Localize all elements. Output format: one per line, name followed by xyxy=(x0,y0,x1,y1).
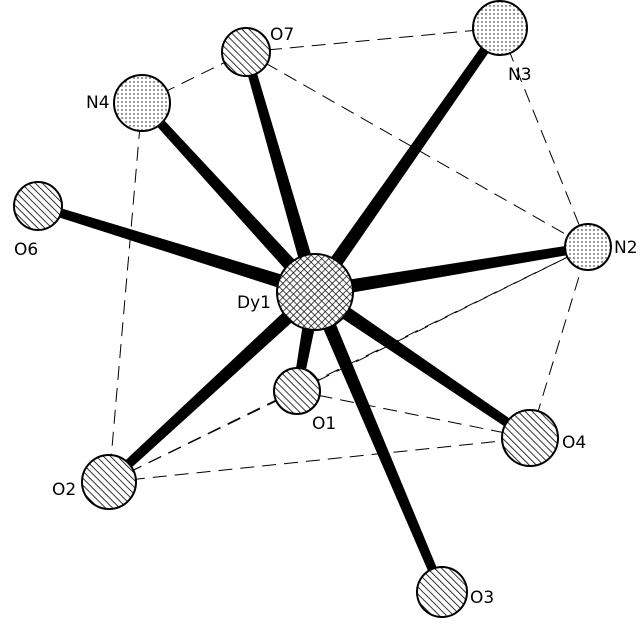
atom-o6 xyxy=(13,181,63,231)
bond-Dy1-O7 xyxy=(241,50,322,294)
edge-O1-O4 xyxy=(296,390,531,439)
atom-n2 xyxy=(564,223,612,271)
bond-Dy1-N4 xyxy=(138,100,321,297)
bond-Dy1-O3 xyxy=(308,289,447,594)
edge-N4-O2 xyxy=(108,102,143,483)
atom-o3 xyxy=(416,566,468,618)
bond-Dy1-O6 xyxy=(36,201,318,299)
bond-Dy1-O2 xyxy=(105,286,320,486)
polyhedron-edges xyxy=(108,27,589,483)
atom-dy1 xyxy=(276,253,354,331)
atom-label-n2: N2 xyxy=(614,238,638,258)
atom-n3 xyxy=(472,0,528,56)
atom-label-o7: O7 xyxy=(270,25,294,45)
atoms xyxy=(13,0,612,618)
bonds xyxy=(36,25,589,594)
atom-label-o6: O6 xyxy=(14,240,38,260)
atom-label-n3: N3 xyxy=(508,65,532,85)
atom-o1 xyxy=(273,367,321,415)
bond-Dy1-N2 xyxy=(313,242,589,299)
bond-Dy1-N3 xyxy=(309,25,504,297)
atom-label-dy1: Dy1 xyxy=(237,293,271,313)
atom-n4 xyxy=(113,74,171,132)
edge-O2-O4 xyxy=(108,437,531,483)
atom-label-o4: O4 xyxy=(562,433,586,453)
atom-label-o3: O3 xyxy=(470,588,494,608)
atom-label-n4: N4 xyxy=(86,93,110,113)
atom-o2 xyxy=(81,454,137,510)
bond-Dy1-O4 xyxy=(311,286,533,442)
edge-N3-N2 xyxy=(499,27,589,248)
atom-o7 xyxy=(221,27,271,77)
atom-o4 xyxy=(501,409,559,467)
atom-label-o1: O1 xyxy=(312,414,336,434)
edge-O4-N2 xyxy=(529,246,589,439)
atom-label-o2: O2 xyxy=(52,480,76,500)
